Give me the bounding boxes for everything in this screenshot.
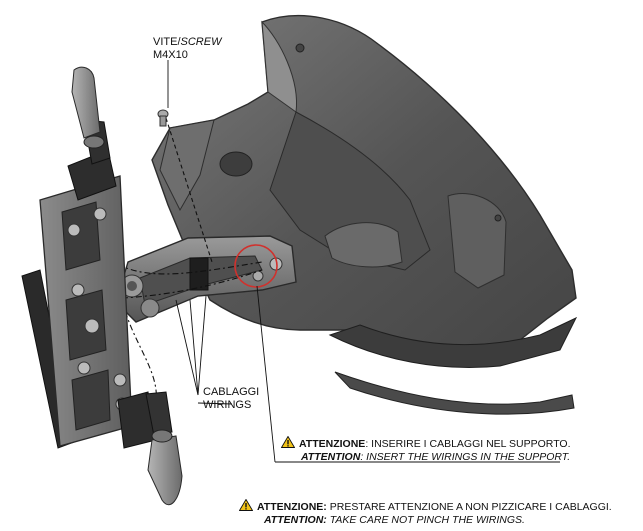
screw-m4x10 <box>157 109 169 127</box>
warning-note-pinch: ATTENZIONE: PRESTARE ATTENZIONE A NON PI… <box>239 499 612 527</box>
support-arm <box>115 235 297 323</box>
note1-it-bold: ATTENZIONE <box>299 438 366 450</box>
note1-en-bold: ATTENTION <box>301 451 361 463</box>
rear-fender <box>151 15 578 415</box>
note1-it-text: : INSERIRE I CABLAGGI NEL SUPPORTO. <box>365 438 571 450</box>
wirings-label-it: CABLAGGI <box>203 386 260 398</box>
note2-en-text: TAKE CARE NOT PINCH THE WIRINGS. <box>326 514 525 526</box>
upper-indicator <box>67 66 117 201</box>
warning-note-insert: ATTENZIONE: INSERIRE I CABLAGGI NEL SUPP… <box>281 436 571 464</box>
wirings-label-en: WIRINGS <box>203 399 252 411</box>
screw-label-a: VITE/ <box>153 36 181 48</box>
lower-indicator <box>117 391 183 506</box>
note2-it-text: PRESTARE ATTENZIONE A NON PIZZICARE I CA… <box>326 501 612 513</box>
leader-lines <box>167 60 560 463</box>
note2-en-bold: ATTENTION: <box>264 514 327 526</box>
highlight-circle <box>234 244 278 288</box>
screw-label: VITE/SCREW M4X10 <box>153 36 221 62</box>
warning-icon <box>239 499 253 511</box>
wirings-label: CABLAGGI WIRINGS <box>203 386 259 412</box>
screw-label-b: SCREW <box>180 36 222 48</box>
note1-en-text: : INSERT THE WIRINGS IN THE SUPPORT. <box>360 451 571 463</box>
note2-it-bold: ATTENZIONE: <box>257 501 327 513</box>
screw-size: M4X10 <box>153 49 188 61</box>
warning-icon <box>281 436 295 448</box>
plate-holder-frame <box>21 175 133 449</box>
